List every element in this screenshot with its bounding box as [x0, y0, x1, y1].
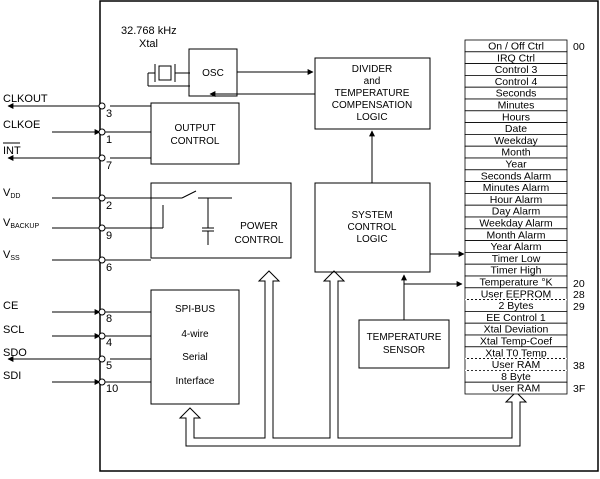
- register-label: Day Alarm: [492, 206, 541, 218]
- pin-lines: [7, 103, 151, 385]
- pin-int-label: INT: [3, 145, 21, 157]
- register-row: [464, 381, 568, 395]
- register-label: User EEPROM: [481, 288, 552, 300]
- register-label: Weekday Alarm: [479, 218, 553, 230]
- register-label: Control 3: [495, 64, 538, 76]
- spi-block: [150, 289, 240, 405]
- power-control-block: [150, 182, 292, 259]
- register-label: User RAM: [492, 383, 540, 395]
- crystal-name: Xtal: [139, 38, 158, 50]
- register-label: Month: [501, 147, 530, 159]
- register-label: Seconds: [496, 88, 537, 100]
- register-label: Year Alarm: [491, 241, 542, 253]
- register-label: User RAM: [492, 359, 540, 371]
- osc-label: OSC: [202, 68, 224, 79]
- output-l1: OUTPUT: [174, 123, 215, 134]
- divider-l1: DIVIDER: [352, 64, 393, 75]
- system-l1: SYSTEM: [351, 210, 392, 221]
- register-label: Month Alarm: [487, 229, 546, 241]
- register-label: Minutes Alarm: [483, 182, 550, 194]
- divider-l3: TEMPERATURE: [335, 88, 410, 99]
- register-label: Timer Low: [492, 253, 541, 265]
- register-label: Seconds Alarm: [481, 170, 552, 182]
- spi-l3: Serial: [182, 352, 208, 363]
- pin-ce-num: 8: [106, 313, 112, 325]
- power-switch: [151, 190, 232, 245]
- system-l2: CONTROL: [348, 222, 397, 233]
- internal-bus: [178, 270, 528, 447]
- register-label: On / Off Ctrl: [488, 41, 544, 53]
- pin-vdd-num: 2: [106, 200, 112, 212]
- pin-scl-label: SCL: [3, 324, 24, 336]
- pin-clkoe-label: CLKOE: [3, 119, 40, 131]
- register-label: Date: [505, 123, 527, 135]
- addr-3f: 3F: [573, 383, 585, 395]
- divider-l5: LOGIC: [356, 112, 387, 123]
- chip-outline: [99, 0, 599, 472]
- register-label: Year: [505, 159, 527, 171]
- crystal-symbol: [147, 64, 190, 87]
- register-label: Timer High: [491, 265, 542, 277]
- output-l2: CONTROL: [171, 136, 220, 147]
- pin-sdo-num: 5: [106, 360, 112, 372]
- register-label: Temperature °K: [479, 277, 552, 289]
- spi-l1: SPI-BUS: [175, 304, 215, 315]
- addr-00: 00: [573, 41, 585, 53]
- pin-clkoe-num: 1: [106, 134, 112, 146]
- crystal-freq: 32.768 kHz: [121, 25, 177, 37]
- pin-vdd-label: VDD: [3, 187, 20, 200]
- addr-28: 28: [573, 289, 585, 301]
- pin-sdi-label: SDI: [3, 370, 21, 382]
- divider-l4: COMPENSATION: [332, 100, 412, 111]
- addr-38: 38: [573, 360, 585, 372]
- spi-l4: Interface: [176, 376, 215, 387]
- register-label: Xtal Deviation: [484, 324, 549, 336]
- divider-l2: and: [364, 76, 381, 87]
- register-label: Minutes: [498, 100, 535, 112]
- power-l2: CONTROL: [235, 235, 284, 246]
- pin-vss-num: 6: [106, 262, 112, 274]
- register-label: Xtal T0 Temp: [485, 347, 547, 359]
- register-label: EE Control 1: [486, 312, 546, 324]
- pin-sdo-label: SDO: [3, 347, 27, 359]
- spi-l2: 4-wire: [181, 329, 209, 340]
- pin-sdi-num: 10: [106, 383, 118, 395]
- pin-vbackup-num: 9: [106, 230, 112, 242]
- pin-ce-label: CE: [3, 300, 18, 312]
- temp-l2: SENSOR: [383, 345, 425, 356]
- pin-clkout-label: CLKOUT: [3, 93, 48, 105]
- register-label: Weekday: [494, 135, 538, 147]
- pin-clkout-num: 3: [106, 108, 112, 120]
- addr-20: 20: [573, 278, 585, 290]
- register-label: 8 Byte: [501, 371, 531, 383]
- register-label: Control 4: [495, 76, 538, 88]
- pin-vss-label: VSS: [3, 249, 20, 262]
- power-l1: POWER: [240, 221, 278, 232]
- output-control-block: [150, 102, 240, 165]
- system-l3: LOGIC: [356, 234, 387, 245]
- system-control-block: [314, 182, 431, 273]
- pin-circles: [98, 102, 106, 386]
- register-label: Hour Alarm: [490, 194, 543, 206]
- pin-int-num: 7: [106, 160, 112, 172]
- register-label: Xtal Temp-Coef: [480, 336, 552, 348]
- temp-sensor-block: [358, 319, 450, 369]
- temp-l1: TEMPERATURE: [367, 332, 442, 343]
- addr-29: 29: [573, 301, 585, 313]
- register-label: IRQ Ctrl: [497, 52, 535, 64]
- register-label: 2 Bytes: [498, 300, 533, 312]
- temp-to-register: [403, 281, 463, 320]
- pin-scl-num: 4: [106, 337, 112, 349]
- register-label: Hours: [502, 111, 530, 123]
- pin-vbackup-label: VBACKUP: [3, 217, 39, 230]
